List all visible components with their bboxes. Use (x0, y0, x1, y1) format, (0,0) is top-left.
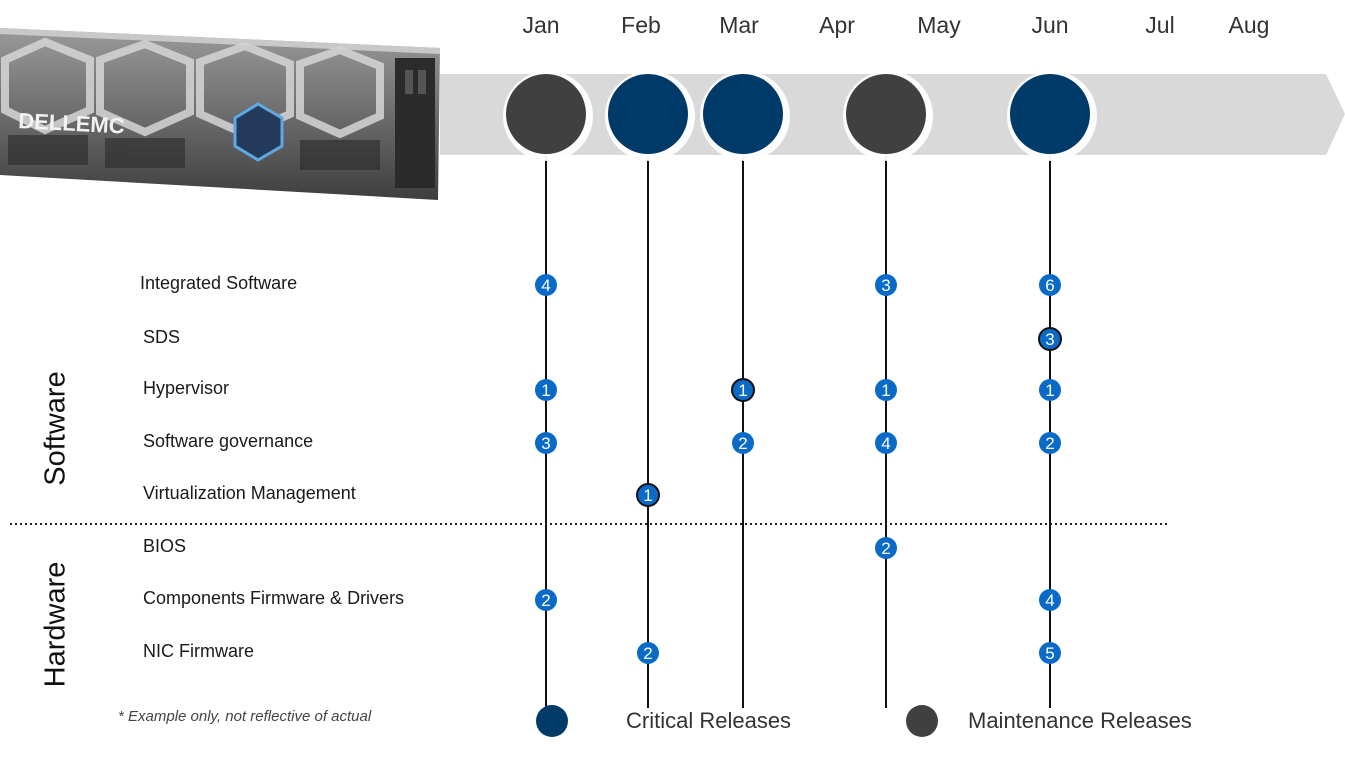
count-badge (637, 642, 659, 664)
brand-logo: DELLEMC (18, 108, 126, 139)
month-label-mar: Mar (719, 12, 759, 38)
count-badge (535, 274, 557, 296)
release-circle-apr (846, 74, 926, 154)
month-label-aug: Aug (1228, 12, 1270, 38)
legend-critical-marker (536, 705, 568, 737)
server-image: DELLEMC (0, 28, 440, 200)
count-badge-value: 3 (1045, 330, 1054, 349)
release-circle-mar (703, 74, 783, 154)
count-badge-value: 2 (738, 434, 747, 453)
section-label-software: Software (39, 371, 72, 486)
count-badge-value: 1 (881, 381, 890, 400)
row-label: NIC Firmware (143, 641, 254, 661)
count-badge-value: 6 (1045, 276, 1054, 295)
count-badge-value: 2 (541, 591, 550, 610)
count-badge (875, 432, 897, 454)
month-label-may: May (917, 12, 961, 38)
row-label: Hypervisor (143, 378, 230, 398)
count-badge-value: 2 (881, 539, 890, 558)
row-label: BIOS (143, 536, 187, 556)
month-label-jul: Jul (1145, 12, 1175, 38)
release-circle-jun (1010, 74, 1090, 154)
legend-maintenance-label: Maintenance Releases (968, 708, 1192, 733)
footnote: * Example only, not reflective of actual (118, 708, 372, 725)
count-badge-value: 3 (881, 276, 890, 295)
release-circle-feb (608, 74, 688, 154)
count-badge-value: 4 (881, 434, 890, 453)
month-label-jan: Jan (522, 12, 560, 38)
count-badge (732, 432, 754, 454)
count-badge-value: 2 (643, 644, 652, 663)
count-badge-value: 1 (738, 381, 747, 400)
month-label-jun: Jun (1031, 12, 1069, 38)
count-badge (1039, 432, 1061, 454)
count-badge (535, 379, 557, 401)
count-badge-value: 1 (1045, 381, 1054, 400)
release-circle-jan (506, 74, 586, 154)
count-badge-value: 3 (541, 434, 550, 453)
count-badge (535, 432, 557, 454)
legend-maintenance-marker (906, 705, 938, 737)
count-badge (875, 379, 897, 401)
count-badge (1039, 379, 1061, 401)
count-badge (636, 483, 660, 507)
count-badge-value: 1 (643, 486, 652, 505)
month-label-apr: Apr (819, 12, 855, 38)
legend-critical-label: Critical Releases (626, 708, 792, 733)
count-badge-value: 4 (541, 276, 550, 295)
section-label-hardware: Hardware (39, 561, 72, 688)
count-badge (1039, 642, 1061, 664)
row-label: SDS (143, 327, 181, 347)
count-badge (1038, 327, 1062, 351)
row-label: Virtualization Management (143, 483, 356, 503)
count-badge (875, 537, 897, 559)
row-label: Software governance (143, 431, 314, 451)
count-badge (731, 378, 755, 402)
count-badge (1039, 274, 1061, 296)
count-badge-value: 4 (1045, 591, 1054, 610)
row-label: Integrated Software (140, 273, 298, 293)
count-badge-value: 2 (1045, 434, 1054, 453)
count-badge (1039, 589, 1061, 611)
month-label-feb: Feb (621, 12, 661, 38)
count-badge-value: 1 (541, 381, 550, 400)
count-badge (875, 274, 897, 296)
count-badge (535, 589, 557, 611)
count-badge-value: 5 (1045, 644, 1054, 663)
row-label: Components Firmware & Drivers (143, 588, 405, 608)
